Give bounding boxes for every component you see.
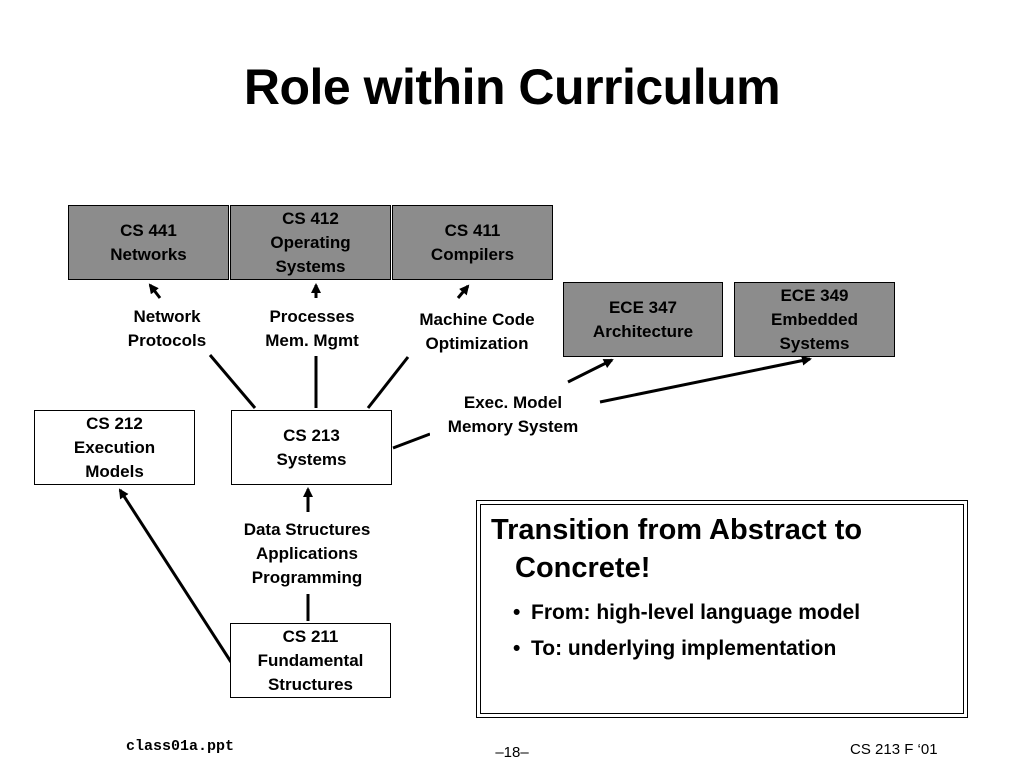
arrow-to-cs441 (148, 283, 162, 299)
callout-bullet-item: • From: high-level language model (513, 595, 953, 631)
box-ece349: ECE 349 Embedded Systems (734, 282, 895, 357)
label-machine-code-optimization: Machine Code Optimization (402, 308, 552, 356)
label-processes-mem-mgmt: Processes Mem. Mgmt (250, 305, 374, 353)
edge-cs213-to-machine-label (366, 356, 410, 409)
bullet-text: To: underlying implementation (531, 637, 837, 660)
box-cs213: CS 213 Systems (231, 410, 392, 485)
box-cs212: CS 212 Execution Models (34, 410, 195, 485)
slide-title: Role within Curriculum (243, 59, 781, 115)
label-data-structures: Data Structures Applications Programming (222, 518, 392, 590)
footer-course-id: CS 213 F ‘01 (850, 741, 938, 758)
box-ece347: ECE 347 Architecture (563, 282, 723, 357)
label-network-protocols: Network Protocols (108, 305, 226, 353)
callout-bullet-list: • From: high-level language model • To: un… (491, 595, 953, 667)
box-cs211: CS 211 Fundamental Structures (230, 623, 391, 698)
callout-box: Transition from Abstract to Concrete! • F… (476, 500, 968, 718)
edge-cs213-to-exec-label (392, 432, 431, 450)
footer-filename: class01a.ppt (126, 738, 235, 755)
edge-cs213-to-network-label (208, 354, 257, 409)
box-cs441: CS 441 Networks (68, 205, 229, 280)
callout-bullet-item: • To: underlying implementation (513, 631, 953, 667)
arrow-to-ece349 (599, 355, 812, 404)
box-cs412: CS 412 Operating Systems (230, 205, 391, 280)
bullet-glyph: • (513, 601, 521, 624)
callout-heading: Transition from Abstract to Concrete! (491, 514, 863, 584)
label-exec-model-memory-system: Exec. Model Memory System (430, 391, 596, 439)
arrow-cs211-to-cs212 (118, 488, 233, 663)
arrow-to-cs411 (456, 284, 470, 299)
bullet-glyph: • (513, 637, 521, 660)
box-cs411: CS 411 Compilers (392, 205, 553, 280)
bullet-text: From: high-level language model (531, 601, 861, 624)
arrow-to-ece347 (567, 358, 614, 384)
footer-page-number: –18– (495, 744, 529, 761)
